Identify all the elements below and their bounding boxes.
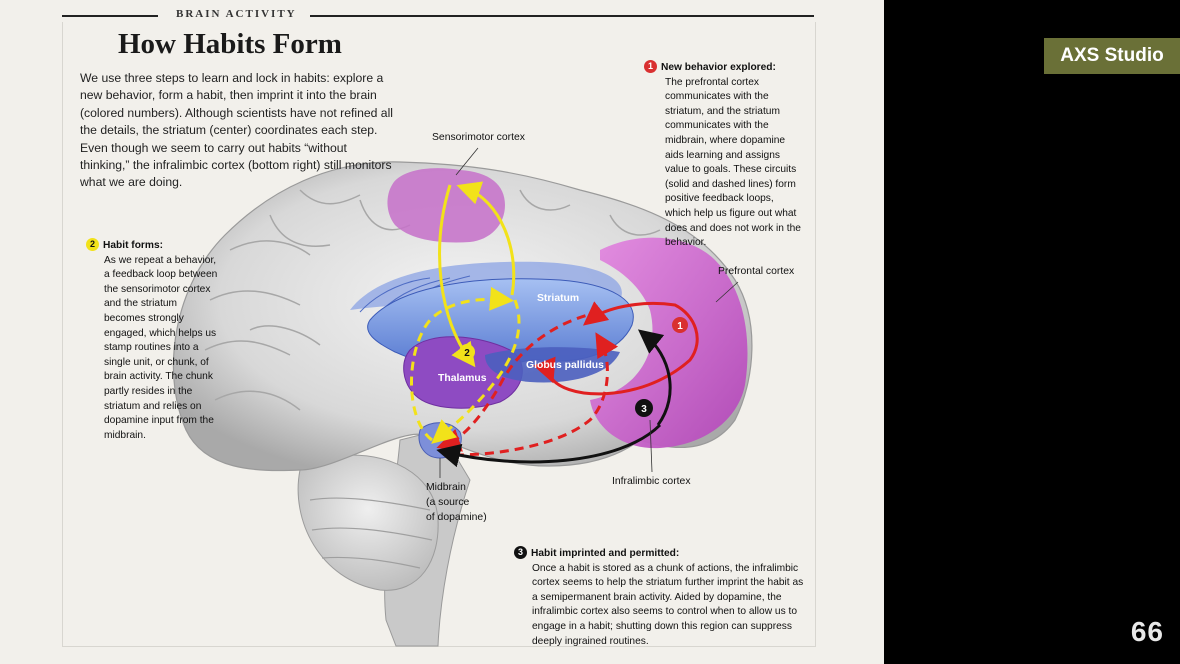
page-number: 66 [1130,616,1164,647]
loop1-dashed-return [454,332,619,457]
loop2-solid-arc [438,184,476,368]
loop2-dashed-up [410,286,514,442]
marker-one-circle [672,317,688,333]
label-striatum: Striatum [537,293,580,304]
callout-one-title: New behavior explored: [661,62,776,73]
callout-two-number: 2 [86,238,99,251]
callout-habit-imprinted: 3 Habit imprinted and permitted: Once a h… [514,546,804,649]
marker-two-circle [459,344,475,360]
loop3-arc-to-striatum [637,329,672,426]
loop1-solid-arc [533,301,699,396]
callout-three-title: Habit imprinted and permitted: [531,548,680,559]
loop2-solid-return [456,181,516,296]
callout-two-body: As we repeat a behavior, a feedback loop… [104,254,218,441]
label-globus-pallidus: Globus pallidus [526,360,604,371]
loop3-arc-to-midbrain [436,423,662,468]
callout-three-body: Once a habit is stored as a chunk of act… [532,562,804,647]
label-thalamus: Thalamus [438,373,487,384]
marker-one: 1 [677,321,683,332]
callout-one-number: 1 [644,60,657,73]
label-infralimbic-cortex: Infralimbic cortex [612,476,691,487]
prefrontal-cortex [590,237,748,449]
callout-three-number: 3 [514,546,527,559]
label-midbrain-line2: (a source [426,497,470,508]
label-prefrontal-cortex: Prefrontal cortex [718,266,795,277]
label-midbrain-line3: of dopamine) [426,512,487,523]
marker-three-circle [635,399,653,417]
label-midbrain-line1: Midbrain [426,482,466,493]
section-label: BRAIN ACTIVITY [176,8,297,20]
leader-sensorimotor [455,147,479,176]
header-rule-right [310,15,814,17]
loop2-dashed-down [431,299,521,444]
callout-habit-forms: 2 Habit forms: As we repeat a behavior, a… [86,238,218,443]
callout-new-behavior: 1 New behavior explored: The prefrontal c… [644,60,802,251]
callout-two-title: Habit forms: [103,240,163,251]
header-rule-left [62,15,158,17]
callout-one-body: The prefrontal cortex communicates with … [665,76,801,249]
label-sensorimotor-cortex: Sensorimotor cortex [432,132,525,143]
brand-badge: AXS Studio [1044,38,1180,74]
page-title: How Habits Form [118,28,342,60]
marker-two: 2 [464,348,470,359]
leader-infralimbic [649,419,653,473]
loop1-dashed-arc [436,310,601,452]
figure-frame [62,22,816,647]
sensorimotor-cortex [387,168,505,243]
slide: BRAIN ACTIVITY [0,0,884,664]
brain-illustration: 1 2 3 [172,147,753,647]
marker-three: 3 [641,404,647,415]
leader-prefrontal [715,281,739,303]
label-midbrain: Midbrain (a source of dopamine) [426,480,487,525]
intro-paragraph: We use three steps to learn and lock in … [80,71,393,190]
